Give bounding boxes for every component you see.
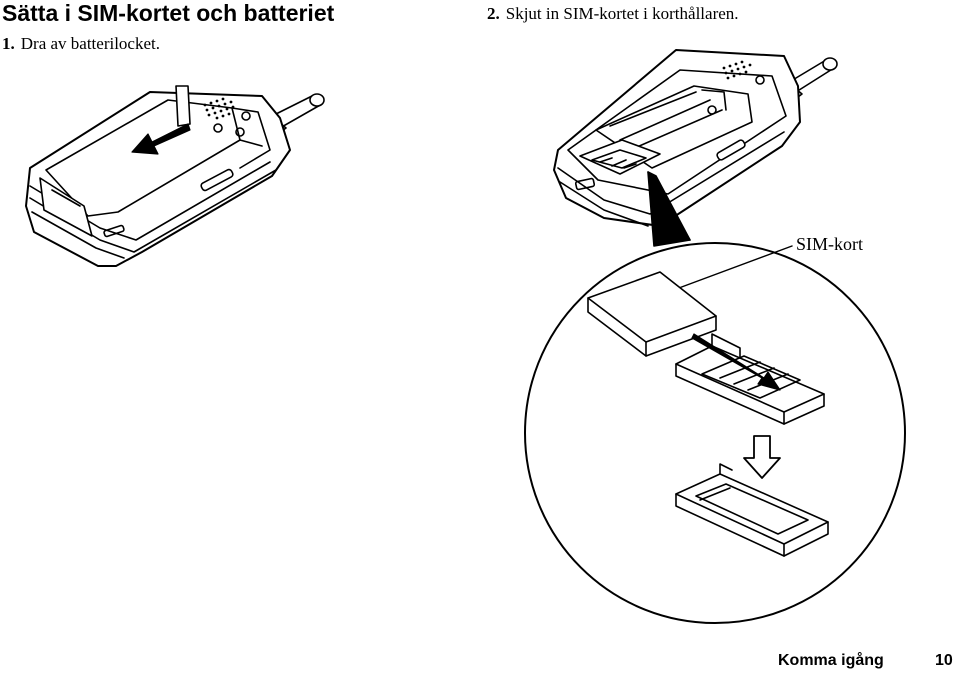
footer-section-title: Komma igång: [778, 652, 884, 669]
step-2: 2. Skjut in SIM-kortet i korthållaren.: [487, 4, 739, 24]
page-number: 10: [935, 652, 953, 669]
sim-holder-open: [675, 333, 825, 425]
step-1-number: 1.: [2, 34, 15, 53]
step-2-number: 2.: [487, 4, 500, 23]
step-2-text: Skjut in SIM-kortet i korthållaren.: [505, 4, 739, 23]
insert-arrow: [691, 333, 781, 391]
zoom-circle: [524, 242, 906, 624]
speaker-grille-2: [722, 60, 752, 80]
phone-battery-cover-illustration: [25, 85, 325, 267]
page-title: Sätta i SIM-kortet och batteriet: [2, 0, 335, 26]
phone-open-illustration: [553, 49, 838, 227]
sim-card: [587, 271, 717, 357]
speaker-grille: [203, 97, 235, 120]
step-1-text: Dra av batterilocket.: [20, 34, 160, 53]
sim-card-callout: SIM-kort: [796, 234, 863, 254]
down-arrow: [743, 435, 781, 479]
step-1: 1. Dra av batterilocket.: [2, 34, 160, 54]
slide-arrow: [131, 123, 191, 155]
sim-holder-closed: [675, 463, 829, 557]
